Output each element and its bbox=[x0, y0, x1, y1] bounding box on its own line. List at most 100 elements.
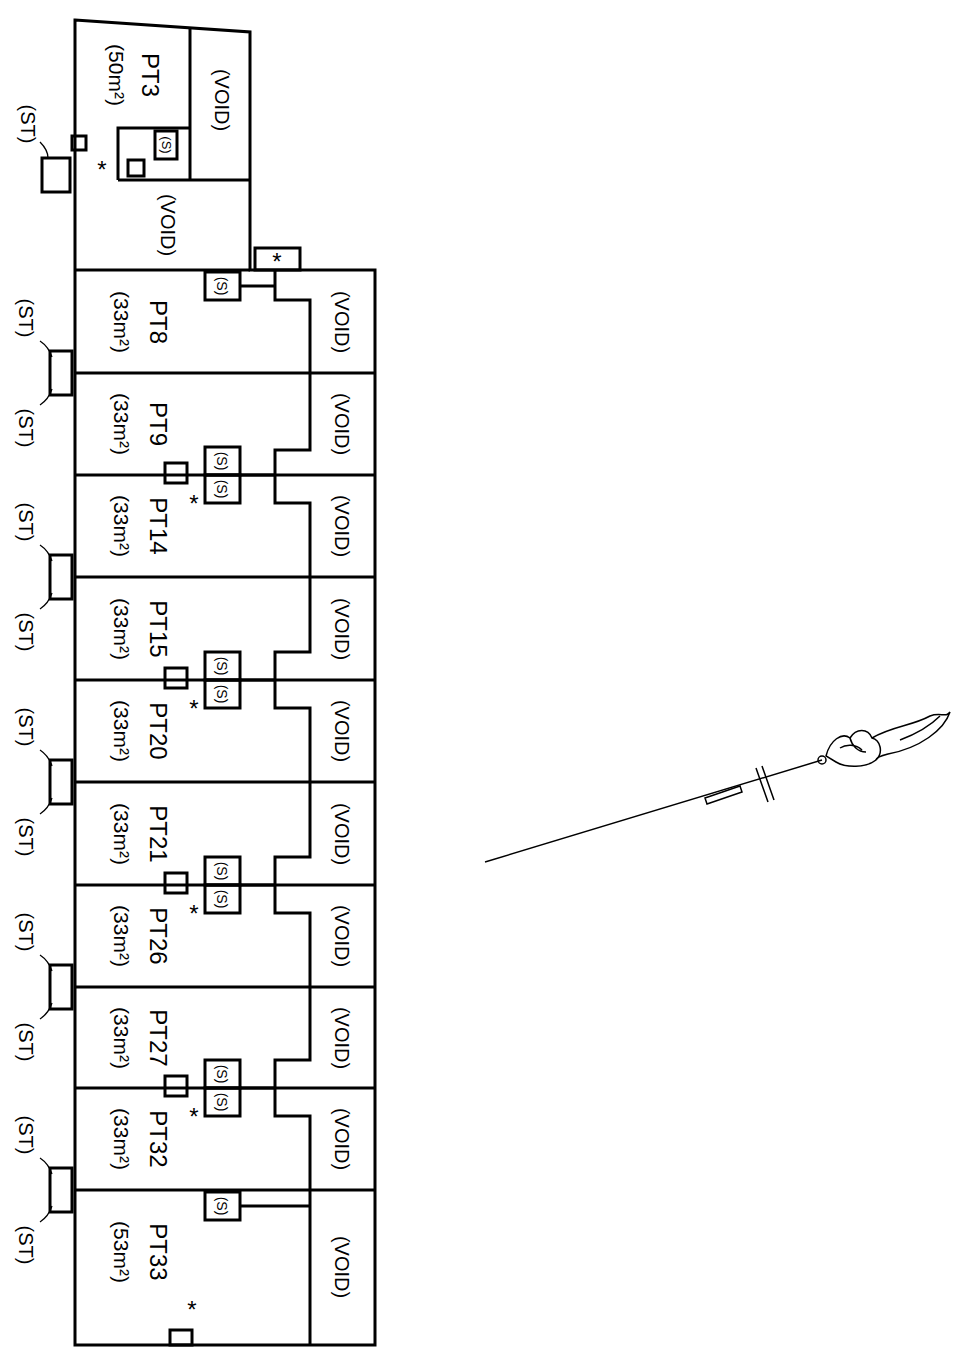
lot-number: PT32 bbox=[146, 1110, 170, 1167]
pen-knob bbox=[818, 756, 826, 764]
pen-shaft bbox=[485, 760, 822, 862]
stair-link bbox=[240, 474, 275, 477]
asterisk-mark: * bbox=[189, 697, 198, 721]
stair-symbol: (S) bbox=[215, 277, 229, 296]
asterisk-mark: * bbox=[189, 492, 198, 516]
stair-symbol: (S) bbox=[215, 862, 229, 881]
lot-area: PT27(33m²) bbox=[75, 987, 205, 1088]
service-box bbox=[165, 873, 187, 893]
stair-box bbox=[205, 475, 240, 503]
building-outline bbox=[42, 20, 375, 1345]
void-boundary bbox=[118, 179, 250, 182]
lot-number: PT14 bbox=[146, 497, 170, 554]
stair-label: (ST) bbox=[16, 503, 36, 542]
lot-area-value: (33m²) bbox=[111, 1108, 132, 1170]
leader-line bbox=[40, 389, 52, 405]
lot-area: PT33 (53m²) bbox=[75, 1190, 205, 1345]
lot-area: PT15(33m²) bbox=[75, 577, 205, 680]
stair-link bbox=[240, 1205, 310, 1208]
stair-box bbox=[205, 272, 240, 300]
stair-symbol: (S) bbox=[215, 1197, 229, 1216]
service-box bbox=[128, 160, 144, 176]
pen-flourish bbox=[900, 716, 940, 740]
lot-area: PT8(33m²) bbox=[75, 270, 205, 373]
stair-label: (ST) bbox=[16, 708, 36, 747]
stair-box bbox=[205, 885, 240, 913]
leader-line bbox=[40, 1206, 52, 1222]
void-boundary bbox=[275, 270, 310, 1345]
lot-area-value: (33m²) bbox=[111, 905, 132, 967]
leader-line bbox=[40, 341, 52, 357]
stair-box bbox=[50, 1168, 72, 1212]
lot-area: PT9(33m²) bbox=[75, 373, 205, 475]
lot-area: PT32 (33m²) bbox=[75, 1088, 205, 1190]
stair-box bbox=[205, 1192, 240, 1220]
lot-area-value: (50m²) bbox=[106, 44, 127, 106]
pen-ornament bbox=[840, 738, 866, 752]
pen-crossbar bbox=[756, 766, 774, 802]
stair-link bbox=[240, 679, 275, 682]
stair-symbol: (S) bbox=[215, 480, 229, 499]
void-label: (VOID) bbox=[332, 802, 352, 864]
service-box bbox=[170, 1330, 192, 1345]
asterisk-mark: * bbox=[272, 250, 281, 274]
asterisk-mark: * bbox=[187, 1298, 196, 1322]
pen-grip bbox=[705, 786, 742, 804]
stair-label: (ST) bbox=[16, 1116, 36, 1155]
void-label: (VOID) bbox=[158, 194, 178, 256]
void-label: (VOID) bbox=[332, 1236, 352, 1298]
pen-flourish bbox=[872, 712, 950, 760]
service-box bbox=[72, 136, 86, 150]
lot-area-value: (33m²) bbox=[111, 291, 132, 353]
lot-area: PT26 (33m²) bbox=[75, 885, 205, 987]
stair-label: (ST) bbox=[16, 913, 36, 952]
stair-link bbox=[240, 884, 275, 887]
repeated-walls bbox=[40, 142, 375, 1222]
asterisk-mark: * bbox=[189, 902, 198, 926]
lot-number: PT27 bbox=[146, 1009, 170, 1066]
stair-box bbox=[155, 131, 177, 159]
service-box bbox=[165, 668, 187, 688]
lot-area-value: (33m²) bbox=[111, 598, 132, 660]
void-label: (VOID) bbox=[332, 393, 352, 455]
lot-number: PT9 bbox=[146, 402, 170, 446]
leader-line bbox=[40, 1158, 52, 1174]
lot-boundary bbox=[75, 986, 375, 989]
leader-line bbox=[40, 142, 48, 158]
stair-symbol: (S) bbox=[215, 452, 229, 471]
stair-box bbox=[205, 652, 240, 680]
stair-symbol: (S) bbox=[160, 136, 173, 153]
stair-label: (ST) bbox=[16, 1226, 36, 1265]
lot-area-value: (33m²) bbox=[111, 700, 132, 762]
stair-box bbox=[205, 857, 240, 885]
stair-box bbox=[50, 351, 72, 395]
stair-label: (ST) bbox=[16, 1023, 36, 1062]
stair-label: (ST) bbox=[18, 105, 38, 144]
lot-number: PT26 bbox=[146, 907, 170, 964]
leader-line bbox=[40, 593, 52, 609]
lot-area-value: (53m²) bbox=[111, 1221, 132, 1283]
lot-boundary bbox=[118, 128, 190, 180]
void-label: (VOID) bbox=[212, 69, 232, 131]
stair-box bbox=[42, 158, 70, 192]
lot-boundary bbox=[75, 781, 375, 784]
pen-ornament bbox=[826, 731, 880, 767]
stair-box bbox=[205, 447, 240, 475]
lot-number: PT21 bbox=[146, 805, 170, 862]
lot-area: PT21(33m²) bbox=[75, 782, 205, 885]
stair-box bbox=[50, 760, 72, 804]
lot-area: PT14(33m²) bbox=[75, 475, 205, 577]
void-label: (VOID) bbox=[332, 700, 352, 762]
stair-label: (ST) bbox=[16, 613, 36, 652]
stair-label: (ST) bbox=[16, 299, 36, 338]
stair-box bbox=[205, 680, 240, 708]
lot-number: PT33 bbox=[146, 1223, 170, 1280]
lot-number: PT3 bbox=[138, 53, 162, 97]
leader-line bbox=[40, 1003, 52, 1019]
service-box bbox=[165, 463, 187, 483]
leader-line bbox=[40, 750, 52, 766]
stair-box bbox=[50, 555, 72, 599]
stair-link bbox=[240, 1087, 275, 1090]
void-label: (VOID) bbox=[332, 597, 352, 659]
